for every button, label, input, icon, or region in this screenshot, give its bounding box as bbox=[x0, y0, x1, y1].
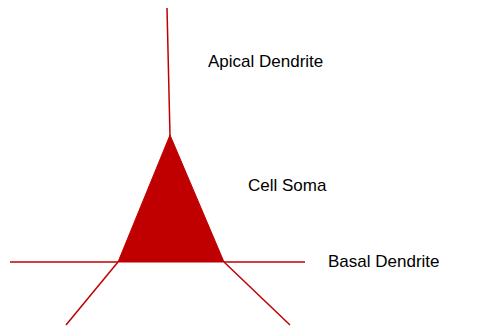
basal-dendrite-line bbox=[224, 261, 305, 263]
part-label: Cell Soma bbox=[248, 176, 326, 196]
basal-dendrite-line bbox=[66, 262, 118, 325]
basal-dendrite-line bbox=[224, 262, 290, 325]
basal-dendrite-line bbox=[10, 261, 118, 263]
cell-soma-triangle bbox=[118, 135, 224, 262]
part-label: Apical Dendrite bbox=[208, 52, 323, 72]
apical-dendrite-line bbox=[167, 8, 170, 136]
part-label: Basal Dendrite bbox=[328, 252, 440, 272]
